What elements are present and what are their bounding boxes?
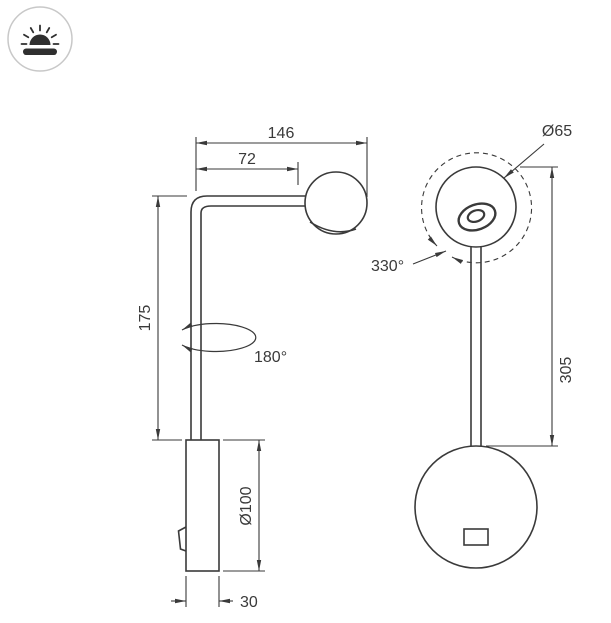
ray [50, 33, 57, 39]
category-badge [7, 6, 73, 72]
dim-72-label: 72 [238, 151, 256, 168]
dim-d100-label: Ø100 [238, 486, 255, 525]
arm-outline-inner [200, 205, 305, 440]
lamp-head-rim [309, 221, 357, 233]
lamp-head-front [435, 166, 517, 248]
switch-button [463, 528, 489, 546]
rotation-330-annotation: 330° [371, 152, 533, 275]
front-view: 330° Ø65 305 [371, 123, 575, 569]
dim-30-label: 30 [240, 594, 258, 611]
leader-line [412, 250, 447, 265]
rotation-330-label: 330° [371, 258, 404, 275]
dim-175: 175 [137, 195, 187, 441]
lens-inner [466, 208, 486, 224]
dim-d65: Ø65 [503, 123, 572, 179]
arm-outline-outer [190, 195, 306, 440]
lamp-head-side [304, 171, 368, 235]
swivel-arc [181, 322, 257, 353]
swivel-180-annotation: 180° [181, 322, 287, 366]
dim-305: 305 [486, 166, 575, 447]
ray [45, 27, 51, 34]
dome [29, 34, 51, 45]
dim-d100: Ø100 [223, 439, 265, 572]
side-view: 146 72 175 180° [137, 125, 368, 611]
base-bar [23, 48, 57, 55]
base-plate [414, 445, 538, 569]
dim-175-label: 175 [137, 305, 154, 332]
leader-line [503, 143, 545, 179]
lens-outer [457, 202, 497, 232]
ray [23, 33, 30, 39]
switch-lever [177, 526, 187, 552]
dome-light-icon [20, 24, 60, 55]
ray [29, 27, 35, 34]
dim-30: 30 [171, 576, 258, 611]
base-cylinder [185, 439, 220, 572]
dim-146: 146 [195, 125, 368, 197]
badge-ring [7, 6, 73, 72]
dim-72: 72 [196, 151, 299, 185]
swivel-180-label: 180° [254, 349, 287, 366]
rotation-arc [421, 152, 533, 264]
dim-305-label: 305 [558, 357, 575, 384]
dim-d65-label: Ø65 [542, 123, 572, 140]
dim-146-label: 146 [268, 125, 295, 142]
